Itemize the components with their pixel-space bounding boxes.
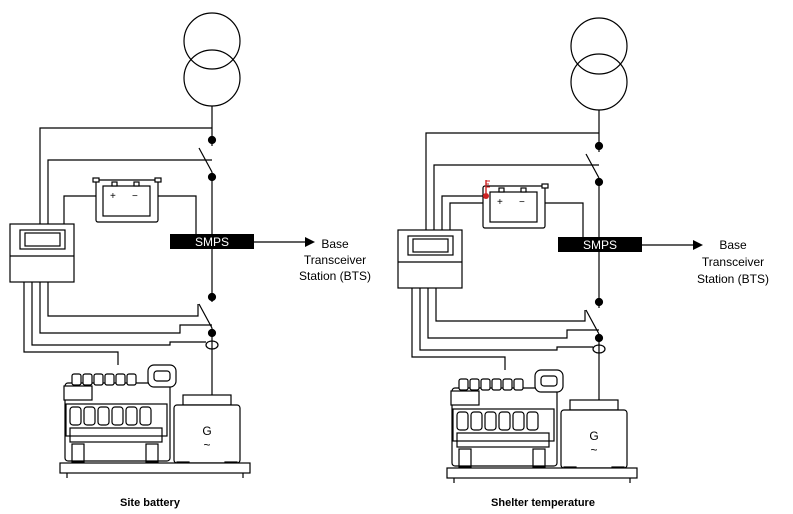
- junction-node: [207, 328, 217, 338]
- smps-label: SMPS: [195, 235, 229, 249]
- battery-plus-label: +: [110, 191, 116, 202]
- bts-label-line-2: Transceiver: [304, 253, 366, 267]
- bts-label-line-2: Transceiver: [702, 255, 764, 269]
- junction-node: [207, 172, 217, 182]
- current-sensor-icon: [205, 340, 219, 350]
- generator-switch-icon: [198, 303, 213, 329]
- engine-icon: [450, 369, 564, 468]
- battery-plus-label: +: [497, 197, 503, 208]
- current-sensor-icon: [592, 344, 606, 354]
- battery-minus-label: −: [519, 197, 525, 208]
- panel-caption: Site battery: [120, 497, 181, 509]
- controller-unit: [397, 229, 463, 289]
- junction-node: [207, 135, 217, 145]
- generator-label: G: [202, 424, 211, 438]
- generator-label: G: [589, 429, 598, 443]
- bts-label-line-3: Station (BTS): [299, 269, 371, 283]
- battery-minus-label: −: [132, 191, 138, 202]
- bts-label-line-1: Base: [321, 237, 349, 251]
- junction-node: [594, 333, 604, 343]
- transformer-icon: [570, 17, 628, 111]
- smps-label: SMPS: [583, 238, 617, 252]
- panel-caption: Shelter temperature: [491, 497, 595, 509]
- generator-base: [59, 462, 251, 474]
- smps-block: [170, 234, 254, 249]
- junction-node: [594, 141, 604, 151]
- transformer-icon: [183, 12, 241, 107]
- controller-unit: [9, 223, 75, 283]
- junction-node: [207, 292, 217, 302]
- panel-site-battery: [9, 12, 315, 478]
- battery-icon: [482, 183, 549, 229]
- smps-block: [558, 237, 642, 252]
- junction-node: [594, 177, 604, 187]
- generator-base: [446, 467, 638, 479]
- panel-shelter-temperature: [397, 17, 703, 483]
- engine-icon: [63, 364, 177, 463]
- junction-node: [594, 297, 604, 307]
- bts-label-line-3: Station (BTS): [697, 272, 769, 286]
- generator-ac-symbol: ~: [203, 438, 210, 452]
- battery-icon: [92, 177, 162, 223]
- temperature-sensor-icon: [483, 180, 490, 199]
- bts-label-line-1: Base: [719, 238, 747, 252]
- mains-switch-icon: [585, 153, 600, 179]
- generator-ac-symbol: ~: [590, 443, 597, 457]
